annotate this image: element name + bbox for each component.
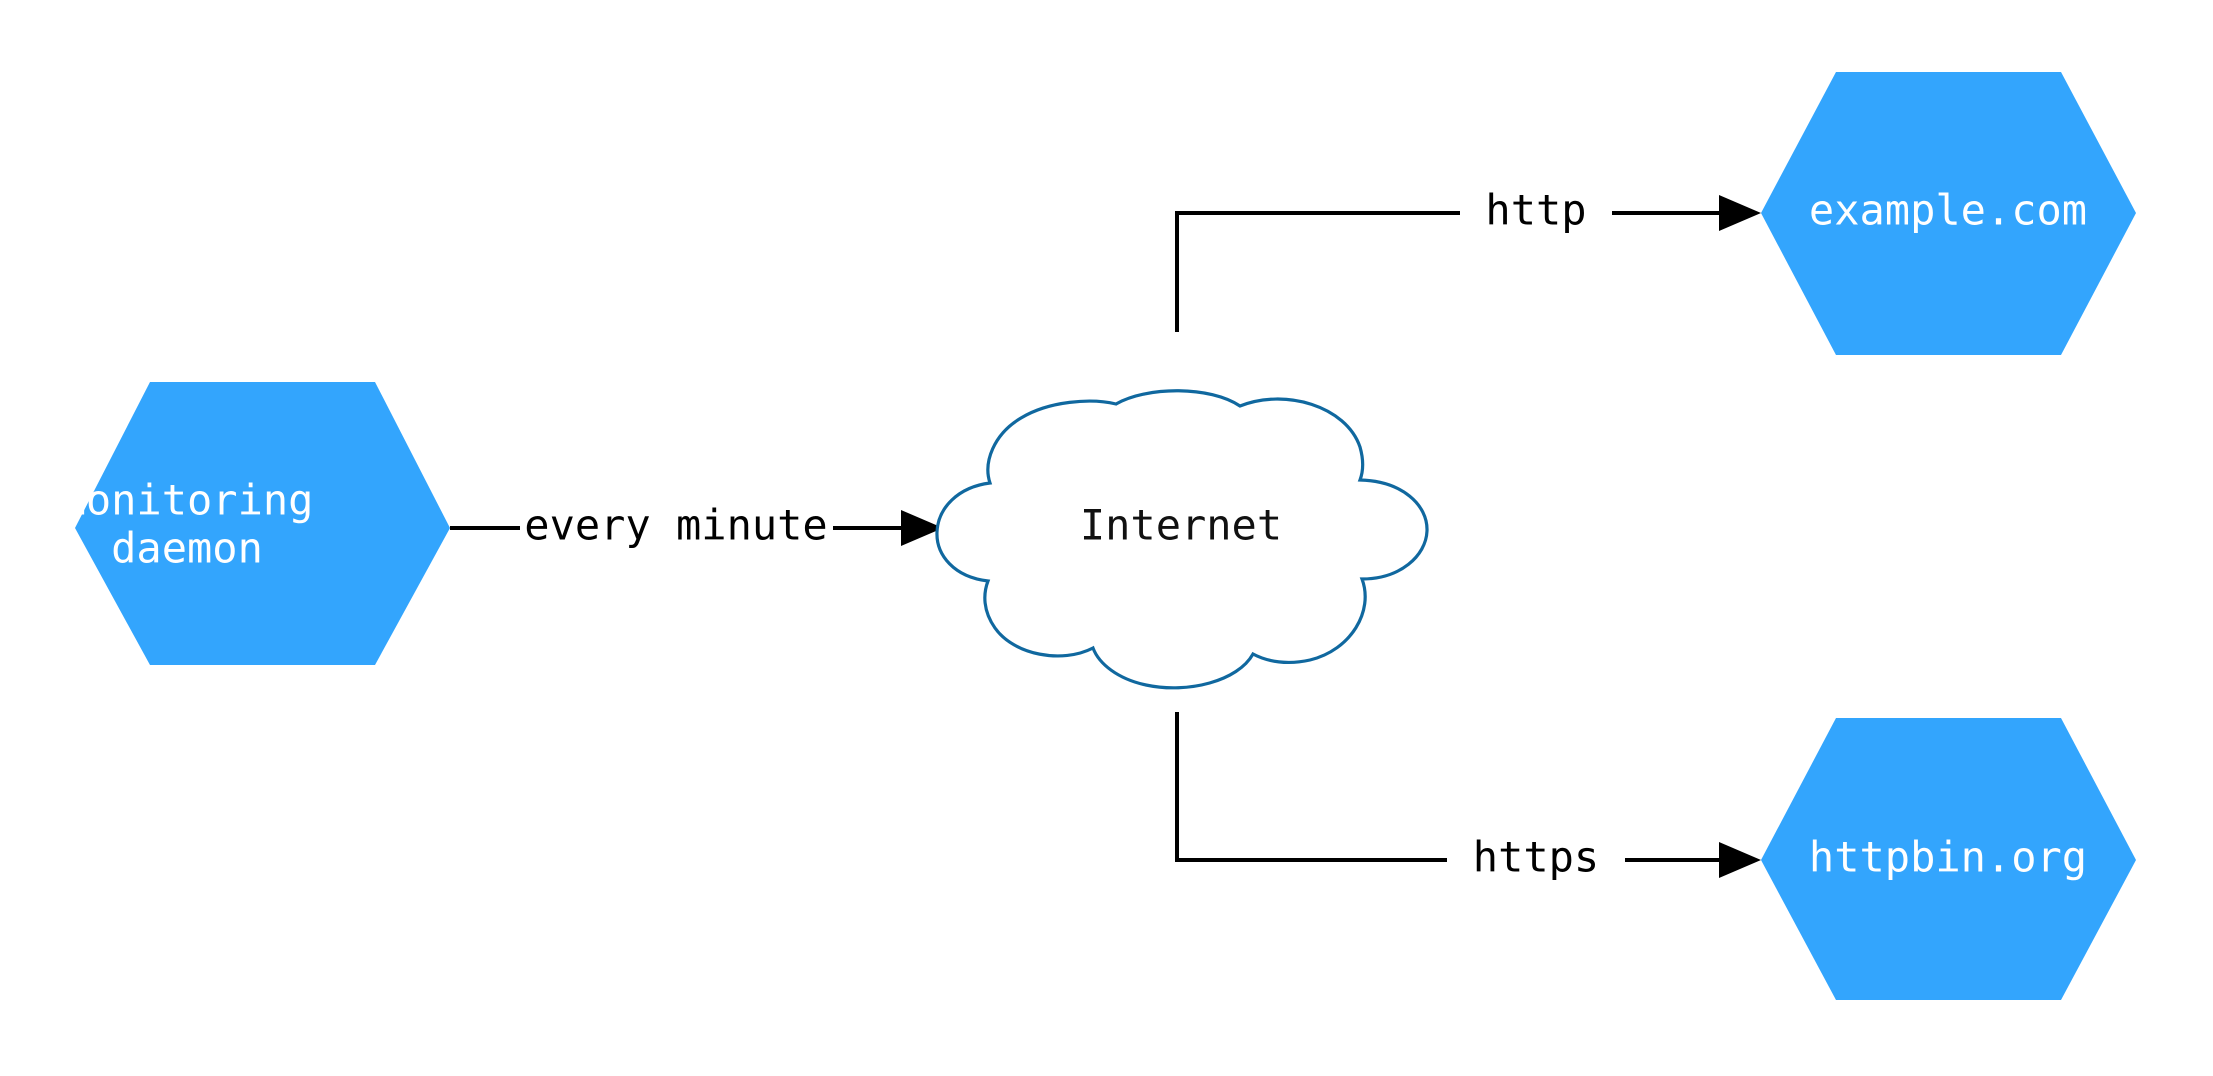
edge-internet-to-example-elbow	[1175, 211, 1460, 332]
edge-label-https: https	[1473, 833, 1599, 882]
node-internet-label: Internet	[1080, 501, 1282, 550]
edge-label-every-minute: every minute	[524, 501, 827, 550]
arrowhead-icon	[1719, 195, 1761, 231]
hexagon-shape[interactable]	[1761, 718, 2136, 1000]
hexagon-shape[interactable]	[1761, 72, 2136, 355]
edge-internet-to-example: http	[1175, 186, 1761, 332]
edge-internet-to-httpbin: https	[1175, 712, 1761, 882]
hexagon-shape[interactable]	[75, 382, 450, 665]
edge-daemon-to-internet: every minute	[450, 501, 943, 550]
node-example-com-label: example.com	[1809, 186, 2087, 235]
edge-internet-to-httpbin-elbow	[1175, 712, 1447, 862]
cloud-shape[interactable]	[935, 389, 1429, 690]
node-example-com[interactable]: example.com	[1761, 72, 2136, 355]
node-monitoring-daemon[interactable]: Monitoring daemon	[61, 382, 450, 665]
node-httpbin-org[interactable]: httpbin.org	[1761, 718, 2136, 1000]
edge-label-http: http	[1485, 186, 1586, 235]
node-monitoring-daemon-label-line1: Monitoring	[61, 476, 314, 525]
arrowhead-icon	[901, 510, 943, 546]
arrowhead-icon	[1719, 842, 1761, 878]
node-internet[interactable]: Internet	[935, 389, 1429, 690]
node-httpbin-org-label: httpbin.org	[1809, 833, 2087, 882]
node-monitoring-daemon-label-line2: daemon	[111, 524, 263, 573]
